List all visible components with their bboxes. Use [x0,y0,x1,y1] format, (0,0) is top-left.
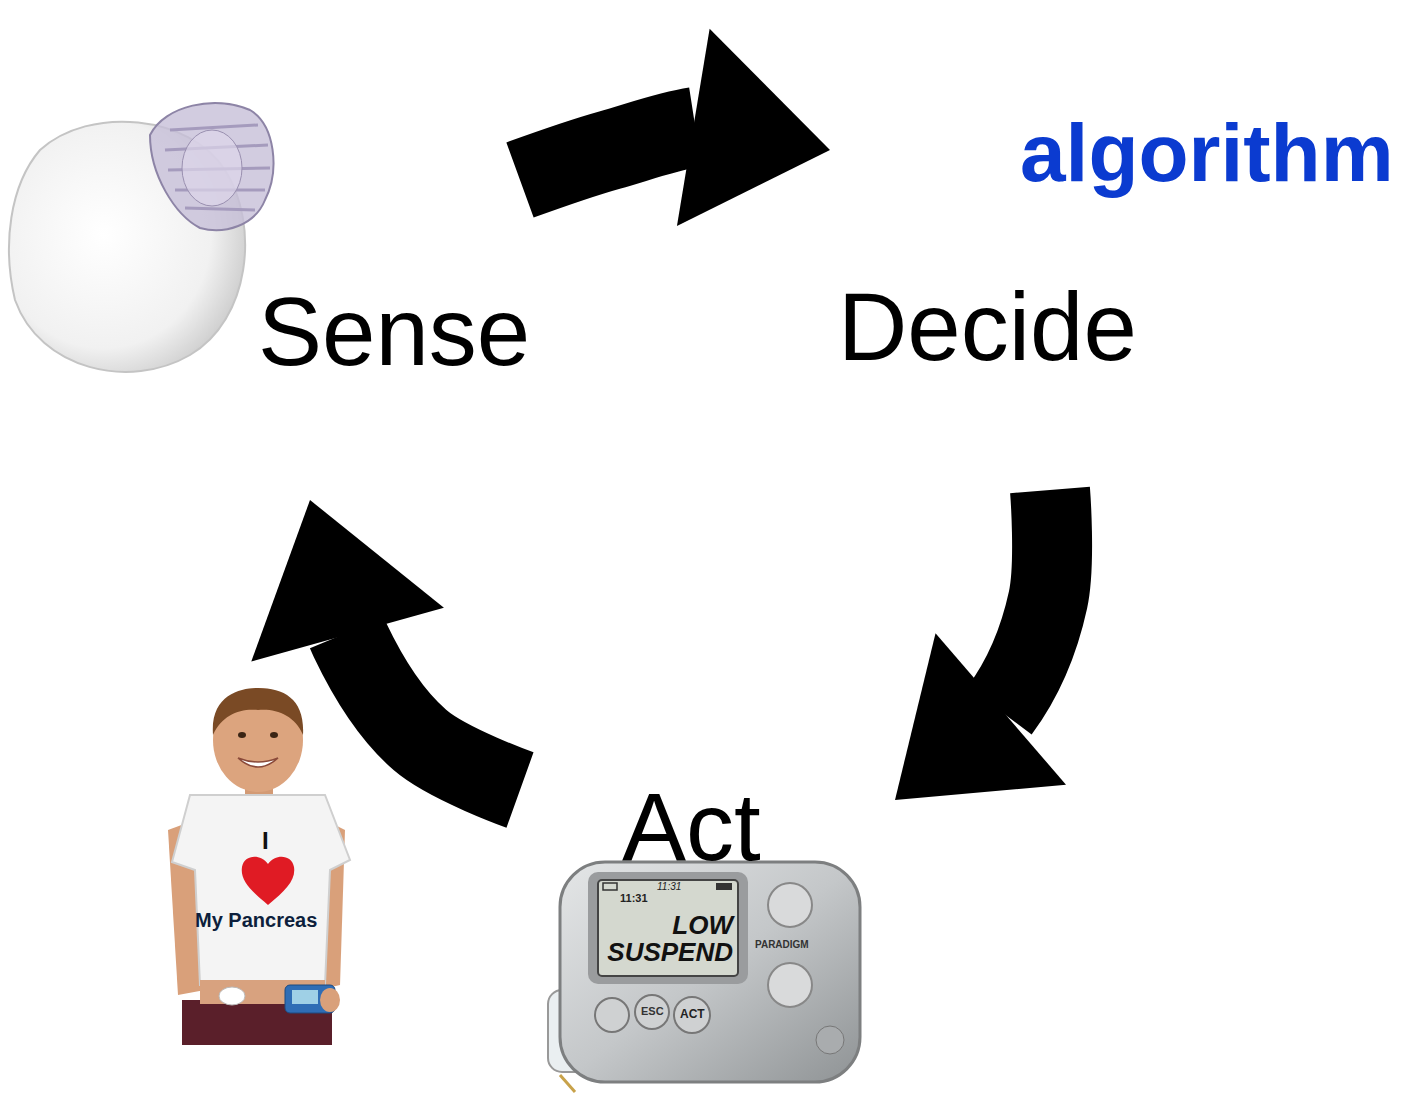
arrow-head [677,29,830,226]
device-marking: PARADIGM [755,940,809,950]
device-marking: ACT [680,1008,705,1020]
cycle-arrow [895,490,1066,800]
device-marking: 11:31 [620,893,648,904]
node-label: Sense [258,284,530,380]
device-marking: LOW SUSPEND [605,912,733,967]
insulin-pump [548,862,860,1092]
cgm-sensor [9,103,273,372]
stage-caption: algorithm [1020,112,1394,194]
stage-node: Act [520,760,895,883]
cycle-arrow [520,29,830,226]
device-marking: I [262,829,269,853]
arrow-head [251,500,444,662]
boy-photo [168,688,350,1045]
arrow-head [895,633,1066,800]
device-marking: My Pancreas [195,910,317,930]
node-label: Act [622,779,761,875]
cycle-arrow [251,500,520,790]
stage-node: Sense [10,180,570,500]
device-marking: 11:31 [657,882,681,892]
device-marking: ESC [641,1006,664,1017]
node-label: Decide [838,279,1137,375]
